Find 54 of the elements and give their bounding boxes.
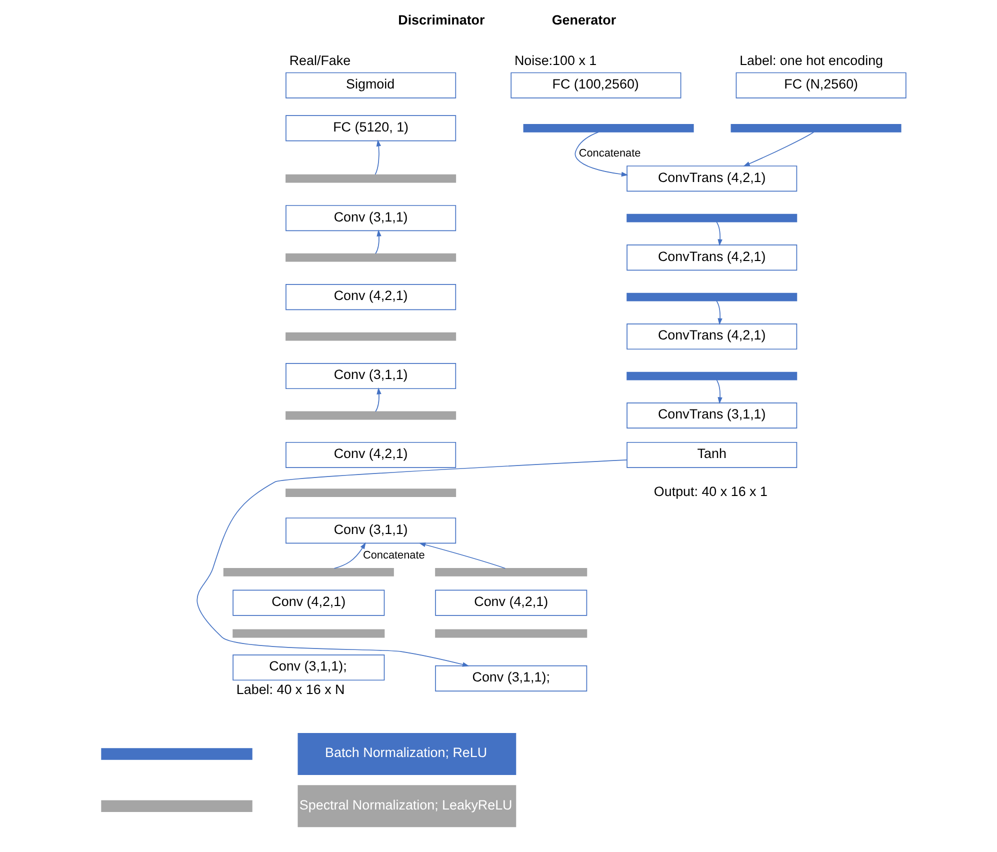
arrow (716, 221, 722, 246)
node-label: Label: one hot encoding (740, 53, 884, 68)
node-label: Noise:100 x 1 (514, 53, 597, 68)
node-label: Label: 40 x 16 x N (236, 682, 345, 698)
arrow (574, 132, 628, 177)
arrow (716, 300, 722, 325)
node-bar (286, 332, 456, 341)
node-box: Conv (4,2,1) (435, 590, 588, 616)
node-bar (286, 253, 456, 262)
node-box: Conv (4,2,1) (286, 442, 456, 468)
node-box: Conv (3,1,1); (232, 654, 385, 681)
node-bar (286, 174, 456, 183)
node-box: Conv (3,1,1) (286, 363, 456, 390)
edge-label: Concatenate (578, 147, 641, 160)
node-box: Conv (3,1,1) (286, 205, 456, 232)
node-box: ConvTrans (4,2,1) (626, 324, 798, 350)
node-box: ConvTrans (3,1,1) (626, 402, 798, 429)
label: Discriminator (398, 12, 485, 28)
node-box: Conv (3,1,1); (435, 665, 588, 692)
node-box: Conv (4,2,1) (232, 590, 385, 616)
arrow (375, 230, 382, 254)
arrow (196, 460, 628, 667)
arrow (334, 542, 366, 569)
legend-label: Batch Normalization; ReLU (325, 745, 488, 760)
node-bar (626, 214, 798, 222)
node-box: FC (N,2560) (736, 72, 906, 98)
node-box: FC (100,2560) (510, 72, 682, 98)
node-box: Tanh (626, 442, 798, 468)
arrow (374, 140, 382, 175)
node-bar (435, 568, 588, 576)
legend-label: Spectral Normalization; LeakyReLU (299, 797, 512, 812)
node-label: Real/Fake (289, 53, 351, 68)
node-box: Conv (4,2,1) (286, 284, 456, 310)
node-bar (223, 568, 394, 576)
node-box: FC (5120, 1) (286, 115, 456, 142)
edge-label: Concatenate (362, 550, 425, 562)
node-bar (286, 411, 456, 420)
arrow (716, 379, 722, 404)
node-bar (435, 629, 588, 638)
node-bar (626, 292, 798, 302)
node-bar (523, 124, 694, 132)
node-bar (232, 629, 385, 638)
node-bar (730, 124, 902, 132)
node-box: ConvTrans (4,2,1) (626, 244, 798, 271)
label: Output: 40 x 16 x 1 (654, 484, 768, 499)
arrow (743, 132, 814, 166)
node-box: ConvTrans (4,2,1) (626, 166, 798, 192)
node-bar (626, 372, 798, 380)
node-bar (286, 488, 456, 497)
node-box: Sigmoid (286, 72, 456, 98)
node-box: Conv (3,1,1) (286, 518, 456, 544)
arrow (418, 542, 506, 569)
label: Generator (552, 12, 616, 28)
arrow (375, 388, 382, 412)
